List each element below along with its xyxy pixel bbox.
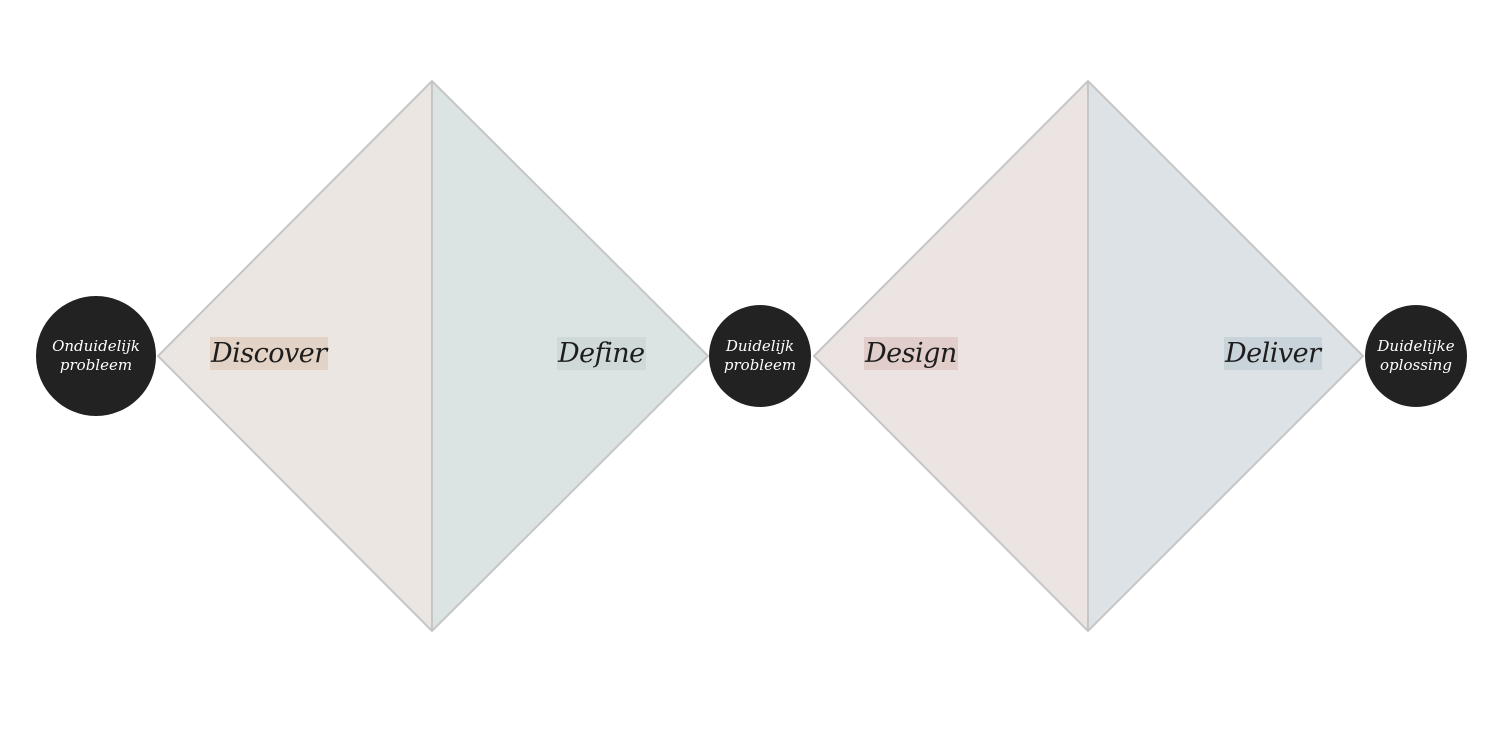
phase-design: Design [864,337,958,370]
phase-define: Define [557,337,646,370]
phase-deliver: Deliver [1224,337,1322,370]
diamond-2-outline [812,79,1365,633]
node-line: probleem [723,356,797,374]
diamond-1-outline [156,79,710,633]
phase-discover: Discover [210,337,328,370]
node-line: Duidelijke [1377,337,1455,355]
node-line: Duidelijk [725,337,795,355]
node-line: oplossing [1380,356,1452,374]
node-line: probleem [59,356,133,374]
node-line: Onduidelijk [52,337,140,355]
